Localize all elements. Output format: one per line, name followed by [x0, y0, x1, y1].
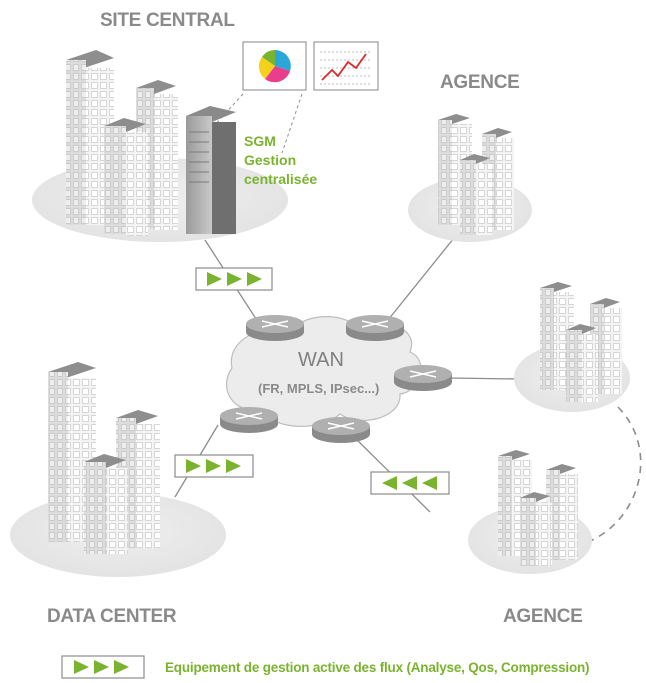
- router-icon: [246, 315, 304, 341]
- router-icon: [220, 407, 278, 433]
- legend-text: Equipement de gestion active des flux (A…: [165, 660, 590, 675]
- pie-chart-icon: [242, 41, 307, 91]
- router-icon: [394, 365, 452, 391]
- site-central-label: SITE CENTRAL: [100, 10, 235, 31]
- line-chart-icon: [313, 41, 379, 91]
- wan-subtitle: (FR, MPLS, IPsec...): [258, 381, 380, 396]
- flow-arrows-icon: [370, 471, 450, 495]
- site-central-buildings: [66, 50, 178, 236]
- sgm-line-1: SGM: [244, 133, 276, 149]
- router-icon: [346, 315, 404, 341]
- sgm-line-3: centralisée: [244, 171, 318, 187]
- agence-bottom-buildings: [498, 450, 578, 566]
- data-center-buildings: [48, 362, 160, 554]
- agence-top-label: AGENCE: [440, 72, 520, 93]
- data-center-label: DATA CENTER: [47, 606, 177, 627]
- flow-arrows-icon: [174, 454, 254, 478]
- router-icon: [312, 417, 370, 443]
- agence-right-buildings: [540, 282, 622, 402]
- dashed-link: [587, 406, 642, 543]
- agence-top-buildings: [438, 114, 514, 235]
- sgm-line-2: Gestion: [244, 152, 297, 168]
- flow-arrows-icon: [61, 655, 145, 679]
- server-icon: [186, 106, 236, 234]
- wan-title: WAN: [298, 349, 344, 371]
- sgm-label: SGM Gestion centralisée: [244, 132, 317, 189]
- agence-bottom-label: AGENCE: [503, 606, 583, 627]
- flow-arrows-icon: [195, 267, 273, 291]
